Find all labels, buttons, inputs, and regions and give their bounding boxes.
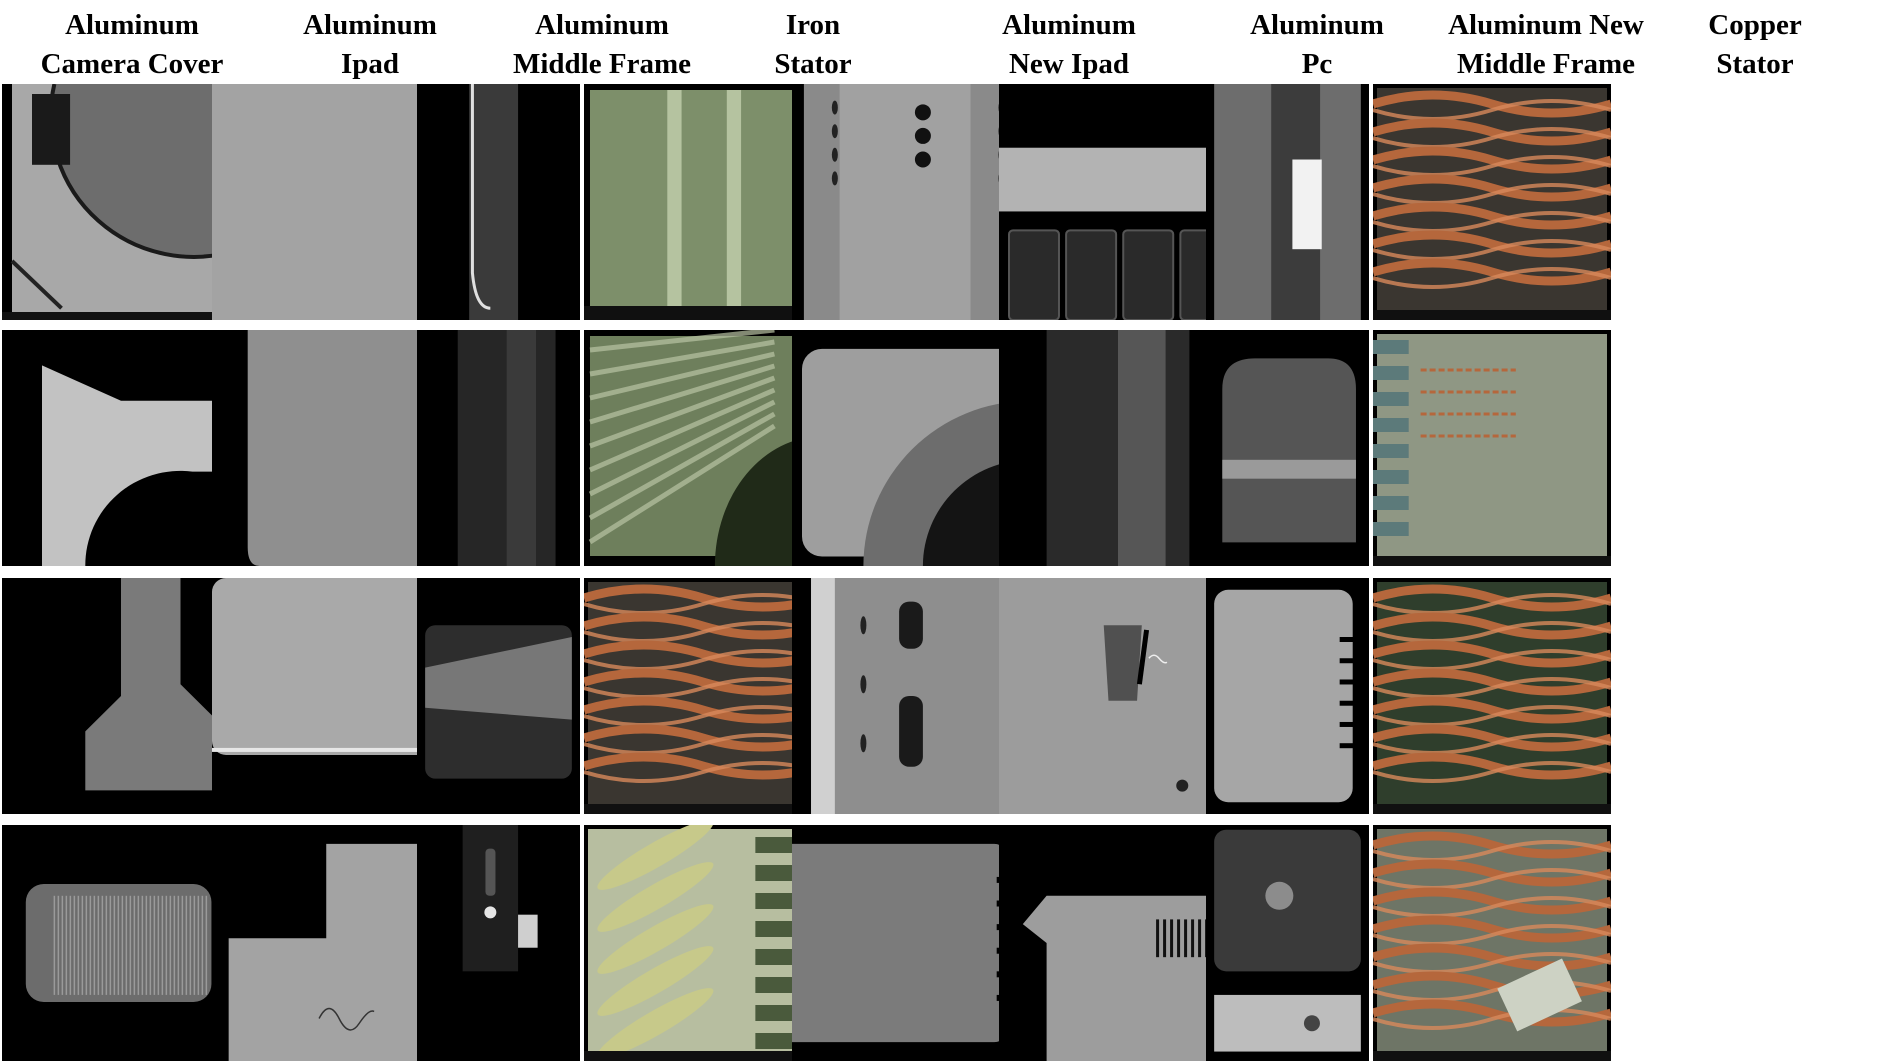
sample-image-copper-stator-weave-label xyxy=(1373,825,1611,1061)
sample-image-new-ipad-slots xyxy=(792,578,1030,814)
sample-image-ipad-corner xyxy=(212,330,450,566)
sample-image-middle-frame-port xyxy=(417,825,580,1061)
sample-image-camera-cover-neck xyxy=(2,578,240,814)
column-title-line1: Aluminum xyxy=(535,9,669,41)
sample-image-new-middle-frame-notched-plate xyxy=(1206,578,1369,814)
sample-image-copper-stator-weave xyxy=(1373,84,1611,320)
column-title-line2: Camera Cover xyxy=(40,48,224,80)
sample-image-ipad-flat-gray xyxy=(212,84,450,320)
sample-image-middle-frame-glare-slot xyxy=(417,578,580,814)
column-title-line2: Middle Frame xyxy=(513,48,691,80)
column-title-line2: Middle Frame xyxy=(1457,48,1635,80)
sample-image-ipad-textured-edge xyxy=(212,578,450,814)
sample-image-pc-dark-rail xyxy=(999,330,1237,566)
sample-image-pc-vent-slots xyxy=(999,825,1237,1061)
sample-image-new-ipad-arc-corner xyxy=(792,330,1030,566)
sample-image-iron-stator-laminations xyxy=(584,330,822,566)
sample-image-new-middle-frame-bracket xyxy=(1206,825,1369,1061)
sample-image-copper-stator-green-weave xyxy=(1373,578,1611,814)
column-title-line2: Stator xyxy=(1716,48,1794,80)
sample-image-camera-cover-trapezoid xyxy=(2,330,240,566)
sample-image-iron-stator-green-bars xyxy=(584,84,822,320)
sample-image-middle-frame-dark-rail xyxy=(417,330,580,566)
sample-image-new-middle-frame-bright-spot xyxy=(1206,84,1369,320)
sample-image-pc-plate-defect xyxy=(999,578,1237,814)
sample-image-camera-cover-ridged-panel xyxy=(2,825,240,1061)
column-title-line1: Aluminum New xyxy=(1448,9,1644,41)
sample-image-ipad-stepped-corner-scratch xyxy=(212,825,450,1061)
sample-image-iron-stator-yellow-teeth xyxy=(584,825,822,1061)
column-title-line2: Ipad xyxy=(340,48,400,80)
sample-image-middle-frame-bright-rail xyxy=(417,84,580,320)
column-title-line2: Stator xyxy=(774,48,852,80)
sample-image-iron-stator-copper-weave xyxy=(584,578,822,814)
sample-image-new-ipad-holes xyxy=(792,84,1030,320)
column-title-line2: New Ipad xyxy=(1008,48,1130,80)
column-title-line1: Aluminum xyxy=(65,9,199,41)
column-title-line1: Aluminum xyxy=(303,9,437,41)
column-title-line1: Aluminum xyxy=(1250,9,1384,41)
sample-image-new-middle-frame-cylinder xyxy=(1206,330,1369,566)
sample-image-camera-cover-arc xyxy=(2,84,240,320)
column-title-line1: Aluminum xyxy=(1002,9,1136,41)
column-title-line1: Copper xyxy=(1708,9,1802,41)
column-title-line1: Iron xyxy=(785,9,841,41)
sample-image-pc-bar-and-grille xyxy=(999,84,1237,320)
sample-image-copper-stator-laminations xyxy=(1373,330,1611,566)
column-title-line2: Pc xyxy=(1301,48,1333,80)
sample-image-new-ipad-brushed-panel xyxy=(792,825,1030,1061)
